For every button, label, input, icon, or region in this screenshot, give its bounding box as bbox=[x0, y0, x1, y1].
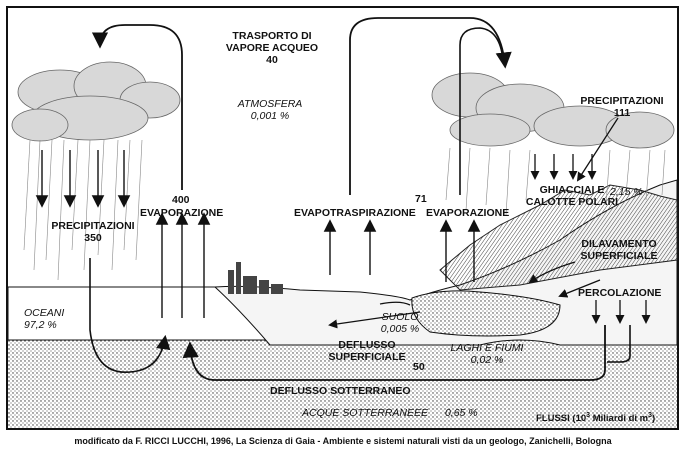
percolation-label: PERCOLAZIONE bbox=[578, 287, 662, 299]
surface-outflow-value: 50 bbox=[413, 361, 425, 373]
lakes-label: LAGHI E FIUMI 0,02 % bbox=[442, 342, 532, 366]
rain-right bbox=[445, 147, 666, 216]
surface-outflow-line-1: DEFLUSSO bbox=[338, 339, 396, 351]
caption-prefix: modificato da bbox=[74, 436, 136, 446]
industrial-buildings bbox=[228, 262, 283, 294]
clouds-right bbox=[431, 72, 675, 149]
percolation-arrows bbox=[591, 300, 651, 324]
flux-exponent-2: 3 bbox=[648, 412, 653, 419]
figure-caption: modificato da F. RICCI LUCCHI, 1996, La … bbox=[0, 436, 686, 446]
precipitation-to-ocean-arrows bbox=[89, 258, 171, 373]
evaporation-loop-right bbox=[459, 27, 504, 195]
glaciers-line-1: GHIACCIAI E bbox=[539, 184, 605, 196]
groundwater-flow-arrow bbox=[182, 325, 606, 381]
groundwater-layer bbox=[8, 340, 677, 428]
groundwater-name: ACQUE SOTTERRANEEE bbox=[302, 407, 429, 419]
precipitation-arrows-left bbox=[35, 150, 131, 208]
groundwater-flow-arrow-branch bbox=[607, 325, 631, 363]
flux-exponent: 3 bbox=[586, 412, 591, 419]
evaporation-arrows-right bbox=[439, 219, 481, 282]
precipitation-left-name: PRECIPITAZIONI bbox=[51, 220, 135, 232]
atmosphere-label: ATMOSFERA 0,001 % bbox=[230, 98, 310, 122]
figure-frame bbox=[6, 6, 679, 430]
groundwater-flow-label: DEFLUSSO SOTTERRANEO bbox=[270, 385, 411, 397]
precipitation-left-label: PRECIPITAZIONI 350 bbox=[48, 220, 138, 244]
surface-outflow-label: DEFLUSSO SUPERFICIALE bbox=[322, 339, 412, 363]
evaporation-right-value: 71 bbox=[415, 193, 427, 205]
precipitation-right-value: 111 bbox=[613, 107, 631, 119]
evaporation-left-label: EVAPORAZIONE bbox=[140, 207, 224, 219]
evapotranspiration-label: EVAPOTRASPIRAZIONE bbox=[294, 207, 416, 219]
precipitation-right-name: PRECIPITAZIONI bbox=[580, 95, 664, 107]
transport-value: 40 bbox=[266, 54, 278, 66]
vapor-transport-arrow-left bbox=[91, 24, 183, 190]
surface-wash-line-1: DILAVAMENTO bbox=[581, 238, 657, 250]
surface-wash-line-2: SUPERFICIALE bbox=[580, 250, 658, 262]
flux-prefix: FLUSSI (10 bbox=[536, 413, 587, 425]
soil-percent: 0,005 % bbox=[380, 323, 420, 335]
groundwater-percent: 0,65 % bbox=[444, 407, 478, 419]
caption-author: F. RICCI LUCCHI bbox=[135, 436, 206, 446]
surface-runoff-arrows bbox=[328, 261, 601, 329]
evaporation-left-value: 400 bbox=[172, 194, 190, 206]
clouds-left bbox=[11, 61, 181, 142]
evaporation-arrows-left bbox=[155, 212, 211, 318]
lake bbox=[411, 290, 561, 337]
evaporation-right-label: EVAPORAZIONE bbox=[426, 207, 510, 219]
oceans-percent: 97,2 % bbox=[24, 319, 57, 331]
evapotranspiration-arrows bbox=[323, 219, 377, 275]
mountains bbox=[439, 184, 678, 291]
rain-left bbox=[23, 139, 143, 281]
transport-line-1: TRASPORTO DI bbox=[232, 30, 312, 42]
glaciers-label: GHIACCIAI E CALOTTE POLARI bbox=[524, 184, 620, 208]
flux-units-label: FLUSSI (103 Miliardi di m3) bbox=[536, 410, 655, 425]
vapor-transport-arrow-right bbox=[349, 17, 512, 195]
atmosphere-name: ATMOSFERA bbox=[237, 98, 303, 110]
atmosphere-percent: 0,001 % bbox=[250, 110, 290, 122]
glaciers-line-2: CALOTTE POLARI bbox=[525, 196, 619, 208]
precipitation-arrows-right bbox=[530, 117, 619, 182]
surface-outflow-line-2: SUPERFICIALE bbox=[328, 351, 406, 363]
precipitation-left-value: 350 bbox=[84, 232, 102, 244]
flux-suffix: Miliardi di m bbox=[590, 413, 649, 425]
lakes-percent: 0,02 % bbox=[470, 354, 504, 366]
soil-name: SUOLO bbox=[381, 311, 419, 323]
caption-reference: , 1996, La Scienza di Gaia - Ambiente e … bbox=[205, 436, 612, 446]
soil-label: SUOLO 0,005 % bbox=[370, 311, 430, 335]
oceans-label: OCEANI 97,2 % bbox=[24, 307, 64, 331]
surface-wash-label: DILAVAMENTO SUPERFICIALE bbox=[572, 238, 666, 262]
transport-line-2: VAPORE ACQUEO bbox=[225, 42, 319, 54]
lakes-name: LAGHI E FIUMI bbox=[450, 342, 524, 354]
precipitation-right-label: PRECIPITAZIONI 111 bbox=[576, 95, 668, 119]
oceans-name: OCEANI bbox=[24, 307, 65, 319]
groundwater-label: ACQUE SOTTERRANEEE 0,65 % bbox=[302, 407, 478, 419]
glaciers-percent: 2,15 % bbox=[610, 186, 643, 198]
flux-close: ) bbox=[652, 413, 656, 425]
transport-label: TRASPORTO DI VAPORE ACQUEO 40 bbox=[222, 30, 322, 66]
